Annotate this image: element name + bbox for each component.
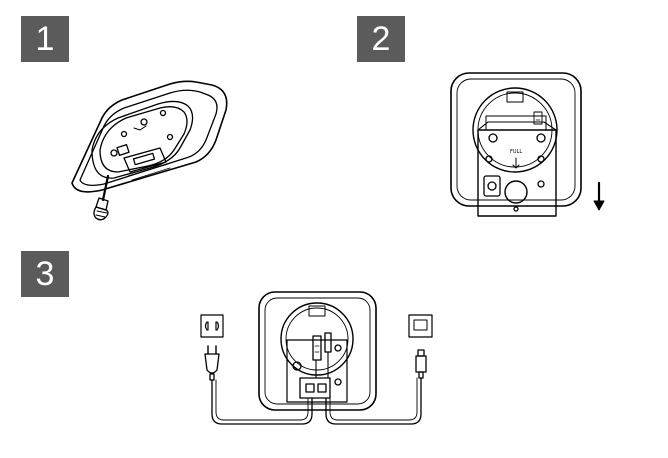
device-outline bbox=[258, 291, 377, 411]
step-2-badge: 2 bbox=[357, 16, 405, 62]
step-1-illustration bbox=[71, 80, 228, 221]
back-panel bbox=[286, 332, 348, 403]
step-1-badge: 1 bbox=[21, 16, 69, 62]
back-plate bbox=[99, 106, 188, 173]
phone-plug bbox=[415, 349, 427, 379]
wall-outlet bbox=[200, 314, 224, 338]
step-2-illustration: FULL bbox=[450, 72, 605, 217]
dial-ring bbox=[280, 302, 354, 376]
device-outline bbox=[450, 72, 582, 207]
full-label: FULL bbox=[510, 149, 522, 155]
dial-ring bbox=[472, 87, 558, 173]
down-arrow bbox=[593, 181, 605, 211]
step-3-illustration bbox=[200, 291, 433, 425]
phone-jack bbox=[408, 314, 433, 338]
screwdriver bbox=[93, 174, 110, 221]
cable-hole bbox=[504, 180, 528, 204]
cables bbox=[211, 351, 422, 425]
connector-panel bbox=[123, 147, 171, 181]
mounting-plate bbox=[477, 111, 557, 217]
step-3-badge: 3 bbox=[21, 251, 69, 297]
device-housing bbox=[71, 80, 228, 193]
power-plug bbox=[204, 345, 220, 381]
